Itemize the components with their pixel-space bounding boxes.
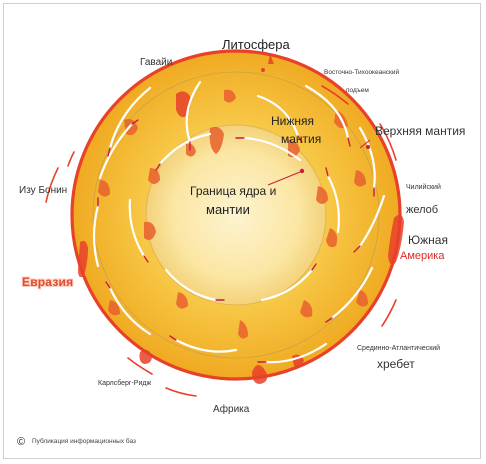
label-core-mantle-boundary-line1: Граница ядра и (190, 184, 277, 198)
label-east-pacific-rise-line2: подъем (346, 87, 369, 94)
label-mid-atlantic-line2: хребет (377, 357, 415, 371)
convection-arrows (92, 80, 386, 364)
label-lithosphere: Литосфера (222, 37, 290, 52)
label-chile-trench-line1: Чилийский (406, 184, 441, 191)
upper-lower-mantle-boundary (92, 71, 380, 359)
label-lower-mantle-line1: Нижняя (271, 114, 315, 128)
label-eurasia: Евразия (22, 275, 74, 289)
label-lower-mantle-line2: мантия (281, 132, 322, 146)
label-africa: Африка (213, 404, 250, 415)
label-izu-bonin: Изу Бонин (19, 185, 68, 196)
label-core-mantle-boundary-line2: мантии (206, 202, 250, 217)
label-east-pacific-rise-line1: Восточно-Тихоокеанский (324, 69, 400, 76)
label-south-america-line2: Америка (400, 250, 445, 262)
label-carlsberg-ridge: Карлсберг-Ридж (98, 380, 152, 387)
label-mid-atlantic-line1: Срединно-Атлантический (357, 345, 441, 352)
outer-core (145, 124, 327, 306)
copyright-text: Публикация информационных баз (32, 438, 136, 445)
label-upper-mantle: Верхняя мантия (375, 124, 466, 138)
label-leaders (261, 68, 371, 186)
copyright-icon: © (17, 436, 26, 448)
label-chile-trench-line2: желоб (406, 204, 439, 216)
label-hawaii: Гавайи (140, 57, 173, 68)
plate-motion-arcs (45, 85, 397, 397)
label-south-america-line1: Южная (408, 233, 448, 247)
